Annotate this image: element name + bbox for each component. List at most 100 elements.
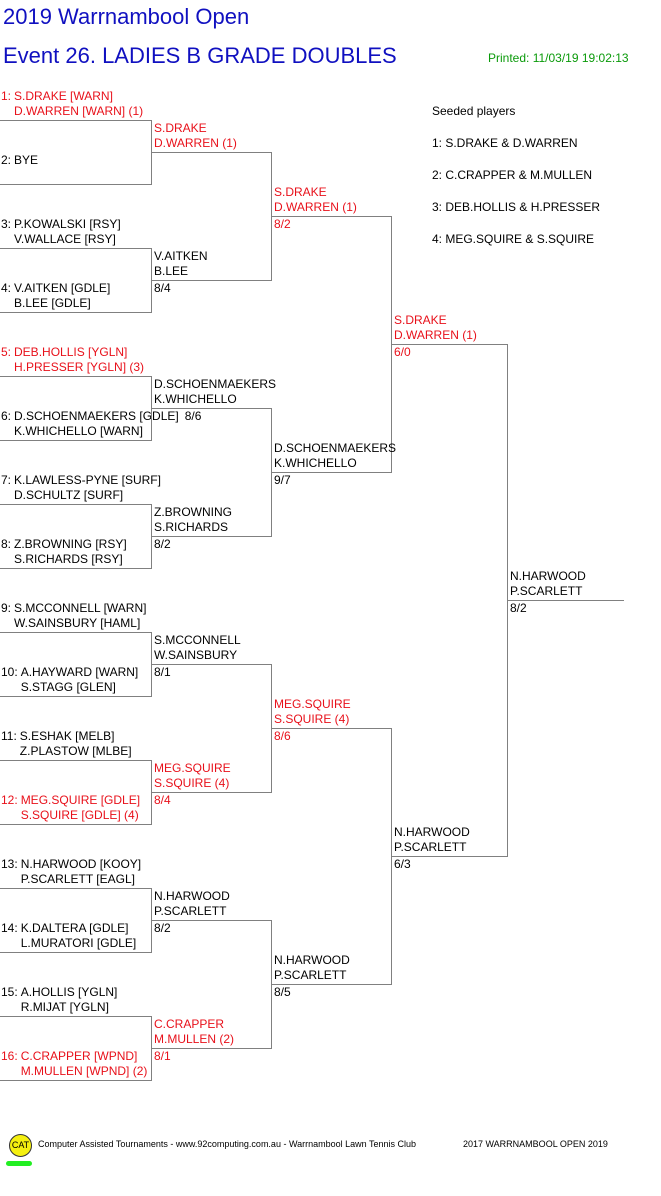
winner-name: S.DRAKE — [274, 185, 327, 199]
match-score: 8/1 — [154, 1049, 171, 1063]
bracket-line — [0, 1080, 152, 1081]
winner-name: D.SCHOENMAEKERS — [154, 377, 277, 391]
team: Z.BROWNING [RSY]S.RICHARDS [RSY] — [14, 537, 127, 567]
bracket-line — [0, 184, 152, 185]
winner-name: S.DRAKE — [394, 313, 447, 327]
bracket-line — [0, 376, 152, 377]
player-name: W.SAINSBURY [HAML] — [14, 616, 141, 630]
bracket-line — [271, 984, 392, 985]
draw-entry: 14:K.DALTERA [GDLE]L.MURATORI [GDLE] — [1, 921, 136, 951]
team: N.HARWOOD [KOOY]P.SCARLETT [EAGL] — [21, 857, 141, 887]
draw-position: 7: — [1, 473, 12, 487]
winner-name: P.SCARLETT — [274, 968, 347, 982]
bracket-line — [507, 600, 624, 601]
draw-entry: 2:BYE — [1, 153, 38, 183]
seed-item: 1: S.DRAKE & D.WARREN — [432, 136, 578, 150]
seed-item: 3: DEB.HOLLIS & H.PRESSER — [432, 200, 601, 214]
draw-position: 3: — [1, 217, 12, 231]
winner-name: D.WARREN (1) — [274, 200, 357, 214]
bracket-line — [151, 408, 272, 409]
team: V.AITKEN [GDLE]B.LEE [GDLE] — [14, 281, 110, 311]
draw-entry: 16:C.CRAPPER [WPND]M.MULLEN [WPND] (2) — [1, 1049, 147, 1079]
draw-entry: 4:V.AITKEN [GDLE]B.LEE [GDLE] — [1, 281, 110, 311]
winner-name: N.HARWOOD — [394, 825, 470, 839]
player-name: K.DALTERA [GDLE] — [20, 921, 129, 935]
player-name: MEG.SQUIRE [GDLE] — [20, 793, 141, 807]
draw-position: 8: — [1, 537, 12, 551]
bracket-line — [0, 1016, 152, 1017]
player-name: B.LEE [GDLE] — [14, 296, 91, 310]
winner-name: N.HARWOOD — [274, 953, 350, 967]
draw-entry: 12:MEG.SQUIRE [GDLE]S.SQUIRE [GDLE] (4) — [1, 793, 140, 823]
bracket-line — [0, 824, 152, 825]
bracket-line — [0, 696, 152, 697]
winner-name: P.SCARLETT — [154, 904, 227, 918]
player-name: R.MIJAT [YGLN] — [20, 1000, 109, 1014]
draw-entry: 13:N.HARWOOD [KOOY]P.SCARLETT [EAGL] — [1, 857, 141, 887]
winner-name: S.SQUIRE (4) — [274, 712, 350, 726]
player-name: Z.BROWNING [RSY] — [14, 537, 127, 551]
bracket-line — [151, 664, 272, 665]
player-name: A.HAYWARD [WARN] — [20, 665, 139, 679]
draw-entry: 5:DEB.HOLLIS [YGLN]H.PRESSER [YGLN] (3) — [1, 345, 144, 375]
winner-name: S.RICHARDS — [154, 520, 229, 534]
player-name: S.STAGG [GLEN] — [20, 680, 116, 694]
bracket-line — [0, 312, 152, 313]
draw-entry: 9:S.MCCONNELL [WARN]W.SAINSBURY [HAML] — [1, 601, 146, 631]
footer-event: 2017 WARRNAMBOOL OPEN 2019 — [463, 1139, 608, 1149]
bracket-line — [391, 344, 508, 345]
draw-position: 15: — [1, 985, 18, 999]
team: MEG.SQUIRE [GDLE]S.SQUIRE [GDLE] (4) — [21, 793, 140, 823]
draw-entry: 11:S.ESHAK [MELB]Z.PLASTOW [MLBE] — [1, 729, 132, 759]
winner-name: V.AITKEN — [154, 249, 208, 263]
match-score: 8/6 — [274, 729, 291, 743]
player-name: D.SCHOENMAEKERS [GDLE] — [14, 409, 179, 423]
team: K.LAWLESS-PYNE [SURF]D.SCHULTZ [SURF] — [14, 473, 161, 503]
match-score: 8/1 — [154, 665, 171, 679]
draw-position: 4: — [1, 281, 12, 295]
match-score: 8/2 — [274, 217, 291, 231]
bracket-line — [391, 856, 508, 857]
seeded-title: Seeded players — [432, 104, 516, 118]
event-title: Event 26. LADIES B GRADE DOUBLES — [3, 43, 397, 68]
match-score: 8/5 — [274, 985, 291, 999]
bracket-line — [271, 472, 392, 473]
match-score: 8/2 — [510, 601, 527, 615]
player-name: D.SCHULTZ [SURF] — [14, 488, 124, 502]
bracket-line — [151, 536, 272, 537]
draw-position: 1: — [1, 89, 12, 103]
bracket-line — [151, 152, 272, 153]
draw-position: 13: — [1, 857, 18, 871]
winner-name: MEG.SQUIRE — [154, 761, 231, 775]
player-name: DEB.HOLLIS [YGLN] — [14, 345, 128, 359]
player-name: H.PRESSER [YGLN] (3) — [14, 360, 145, 374]
player-name: P.KOWALSKI [RSY] — [14, 217, 121, 231]
team: D.SCHOENMAEKERS [GDLE]K.WHICHELLO [WARN] — [14, 409, 179, 439]
draw-position: 2: — [1, 153, 12, 167]
team: P.KOWALSKI [RSY]V.WALLACE [RSY] — [14, 217, 121, 247]
match-score: 8/4 — [154, 793, 171, 807]
match-score: 6/3 — [394, 857, 411, 871]
bracket-line — [271, 728, 392, 729]
winner-name: C.CRAPPER — [154, 1017, 225, 1031]
player-name: C.CRAPPER [WPND] — [20, 1049, 138, 1063]
seed-item: 2: C.CRAPPER & M.MULLEN — [432, 168, 593, 182]
winner-name: P.SCARLETT — [394, 840, 467, 854]
player-name: K.WHICHELLO [WARN] — [14, 424, 143, 438]
bracket-line — [0, 120, 152, 121]
bracket-line — [0, 248, 152, 249]
bracket-line — [0, 632, 152, 633]
match-score: 8/2 — [154, 537, 171, 551]
team: C.CRAPPER [WPND]M.MULLEN [WPND] (2) — [21, 1049, 148, 1079]
player-name: S.SQUIRE [GDLE] (4) — [20, 808, 139, 822]
match-score: 8/4 — [154, 281, 171, 295]
winner-name: W.SAINSBURY — [154, 648, 238, 662]
team: DEB.HOLLIS [YGLN]H.PRESSER [YGLN] (3) — [14, 345, 144, 375]
winner-name: S.SQUIRE (4) — [154, 776, 230, 790]
player-name: P.SCARLETT [EAGL] — [20, 872, 135, 886]
bracket-line — [151, 920, 272, 921]
bracket-line — [0, 504, 152, 505]
bracket-line — [0, 568, 152, 569]
draw-entry: 6:D.SCHOENMAEKERS [GDLE]K.WHICHELLO [WAR… — [1, 409, 179, 439]
